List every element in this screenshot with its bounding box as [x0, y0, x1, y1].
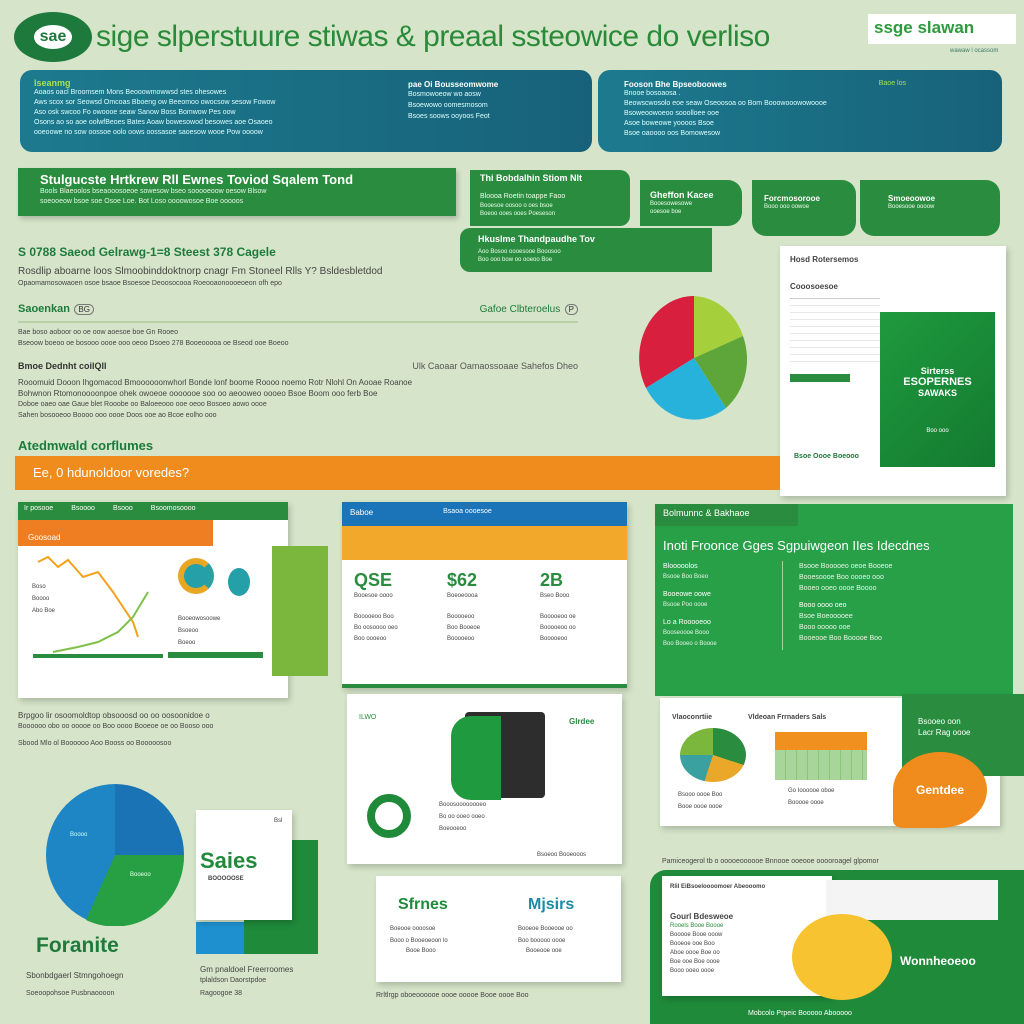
feature-tab-4[interactable]: Smoeoowoe Booesooe oooow — [860, 180, 1000, 236]
logo-text: sae — [33, 25, 73, 49]
nav-item[interactable]: Bsooo — [112, 505, 133, 512]
page-title: sige slperstuure stiwas & preaal ssteowi… — [96, 20, 770, 53]
feature-tab-2[interactable]: Gheffon Kacee Booesowesowe ooesoe boe — [640, 180, 742, 226]
feature-tab-5[interactable]: Hkuslme Thandpaudhe Tov Aoo Bosoo oooeso… — [460, 228, 712, 272]
brand-subtitle: wawaw l ocassom — [950, 48, 999, 54]
features-panel: Bolmunnc & Bakhaoe Inoti Froonce Gges Sg… — [655, 504, 1013, 696]
doc-green-card: Sirterss ESOPERNES SAWAKS Boo ooo — [880, 312, 995, 467]
gauge-icon — [178, 558, 214, 594]
foranite-title: Foranite — [36, 934, 119, 957]
document-preview: Hosd Rotersemos Cooosoesoe Bsoe Oooe Boe… — [780, 246, 1006, 496]
pie-chart-top — [639, 296, 748, 420]
pie-slice-blue — [646, 358, 726, 420]
illustration-panel: ILWO Glrdee Booosoooooooeo Bo oo ooeo oo… — [347, 694, 622, 864]
pie-slice-green — [86, 855, 184, 926]
pie-slice-darkblue — [115, 784, 184, 855]
panel1-caption: Brpgoo lir osoomoldtop obsooosd oo oo oo… — [18, 711, 214, 747]
orange-bar: Ee, 0 hdunoldoor voredes? — [15, 456, 780, 490]
feature-bar: Stulgucste Hrtkrew Rll Ewnes Toviod Sqal… — [18, 168, 456, 216]
pie-slice-red — [639, 296, 694, 388]
book-cover: Bsl Saies BOOOOOSE — [196, 810, 292, 920]
section-heading: Atedmwald corflumes — [18, 438, 154, 453]
dashboard-panel: Ir posooe Bsoooo Bsooo Bsoomosoooo Gooso… — [18, 502, 288, 698]
yellow-badge — [792, 914, 892, 1000]
line-chart — [33, 555, 163, 658]
pie-chart-bottom — [46, 784, 184, 926]
pie-slice-lightgreen — [694, 296, 743, 358]
feature-tab-3[interactable]: Forcmosorooe Booo ooo oowoe — [752, 180, 856, 236]
orange-badge: Gentdee — [893, 752, 987, 828]
intro-banner-right: Fooson Bhe Bpseoboowes Baoe los Bnooe bo… — [598, 70, 1002, 152]
nav-item[interactable]: Bsoomosoooo — [150, 505, 196, 512]
feature-tab-1[interactable]: Thi Bobdalhin Stiom Nlt Bloooa Roetin to… — [470, 170, 630, 226]
green-card — [272, 546, 328, 676]
section-text: S 0788 Saeod Gelrawg-1=8 Steest 378 Cage… — [18, 245, 578, 419]
intro-banner-left: Iseanmg Aoaos oacl Broomsem Mons Beooowm… — [20, 70, 592, 152]
logo: sae — [14, 12, 92, 62]
nav-item[interactable]: Ir posooe — [24, 505, 54, 512]
pie-slice-green — [694, 336, 748, 408]
comparison-panel: Sfrnes Mjsirs Boeooe oooosoe Booo o Booe… — [376, 876, 621, 982]
nav-item[interactable]: Bsoooo — [71, 505, 95, 512]
brand-logo: ssge slawan — [868, 14, 1016, 44]
